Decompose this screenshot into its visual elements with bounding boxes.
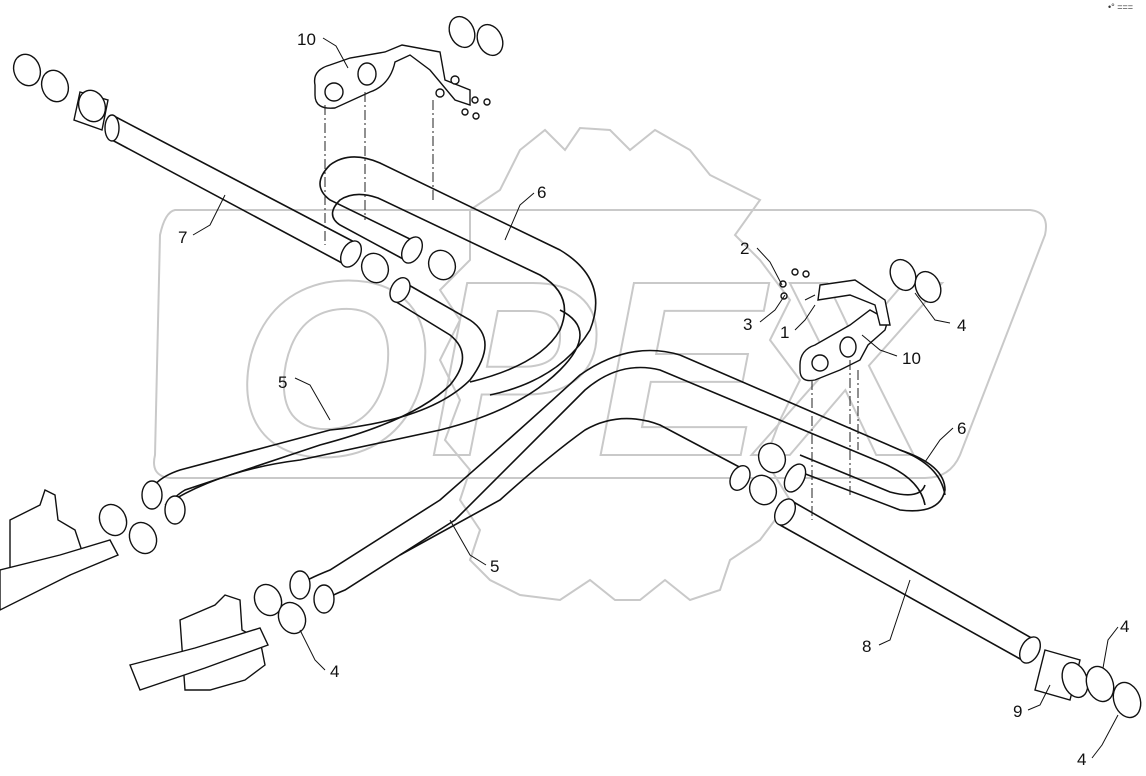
bracket-10-top [313,15,504,120]
callout-5-left: 5 [278,373,287,392]
clamp-top-left [12,53,109,131]
callout-10-right: 10 [902,349,921,368]
callout-9: 9 [1013,702,1022,721]
hose-5-left [141,277,581,525]
callout-1: 1 [780,323,789,342]
callout-4-lower-right-top: 4 [1120,617,1129,636]
hose-6-upper [319,156,597,396]
callout-8: 8 [862,637,871,656]
clamps-mid-top [360,249,457,284]
alignment-lines [324,92,859,520]
coupling-9-and-clamps [1034,649,1142,719]
mount-assembly-upper [0,489,158,611]
callout-2: 2 [740,239,749,258]
hose-6-lower [783,449,946,512]
callout-5-lower: 5 [490,557,499,576]
corner-mark: •° === [1108,2,1133,12]
clamps-mid-right [748,442,787,506]
hose-7 [104,114,363,268]
callout-10-top: 10 [297,30,316,49]
callout-6-top: 6 [537,183,546,202]
watermark-plate [153,209,1047,479]
mount-assembly-lower [129,583,307,691]
leader-lines [192,37,1119,759]
callout-4-lower-left: 4 [330,662,339,681]
callout-6-right: 6 [957,419,966,438]
callout-3: 3 [743,315,752,334]
hose-8 [773,498,1042,664]
watermark-gear [438,126,802,602]
bracket-10-right [779,258,942,382]
callout-4-upper-right: 4 [957,316,966,335]
callouts: 10 7 6 5 2 3 1 4 10 6 5 8 4 9 4 4 [178,30,1129,769]
callout-7: 7 [178,228,187,247]
callout-4-lower-right-bottom: 4 [1077,750,1086,769]
